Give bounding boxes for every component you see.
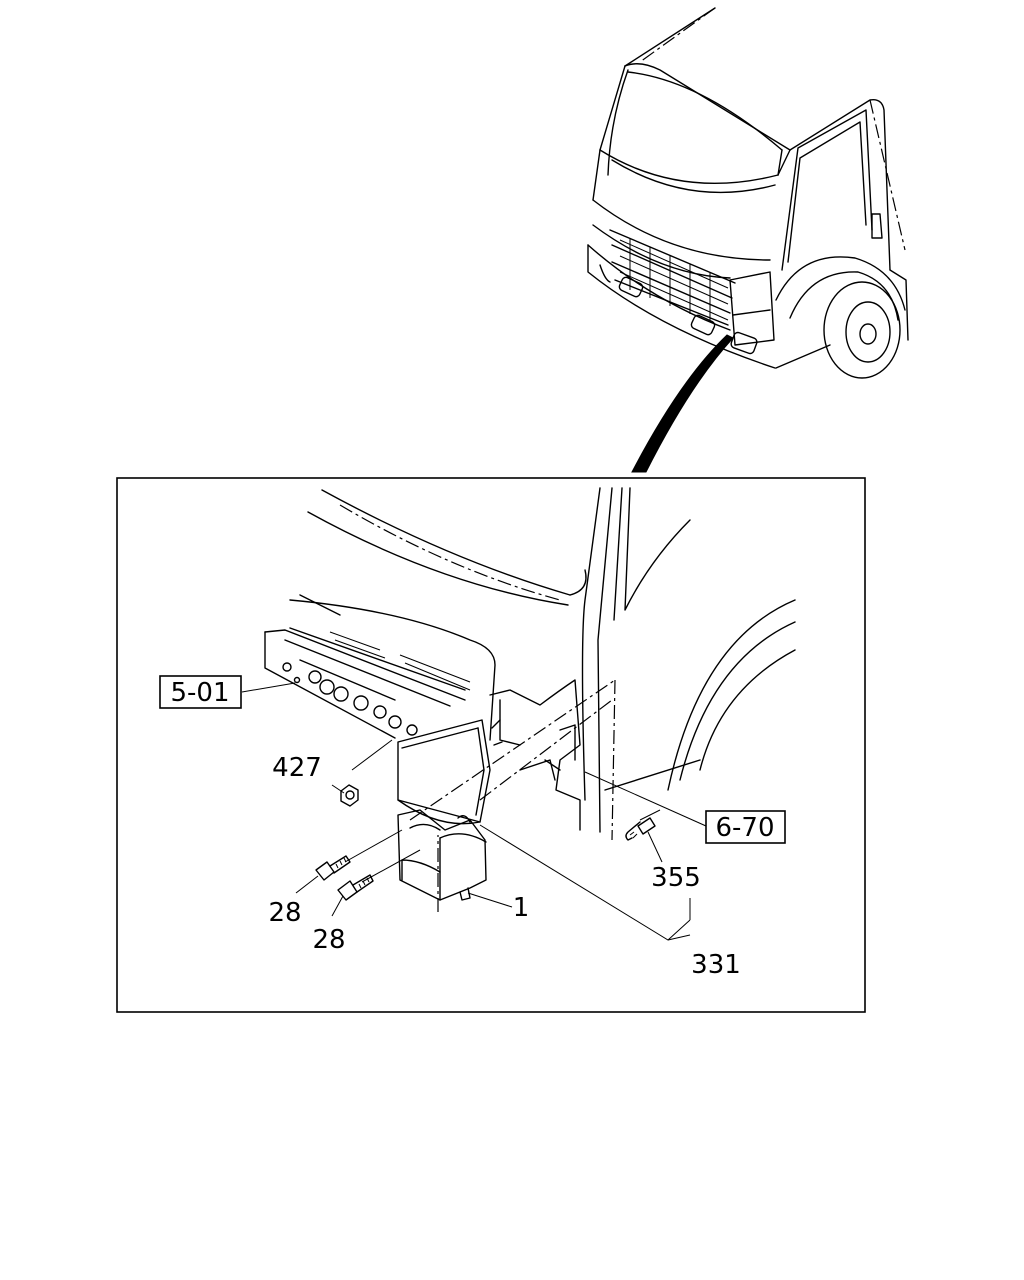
part-1-label: 1 bbox=[513, 893, 530, 923]
truck-overview-drawing bbox=[587, 7, 909, 473]
bolt-28-upper-icon bbox=[315, 855, 351, 881]
part-355-label: 355 bbox=[651, 863, 701, 893]
detail-drawing bbox=[264, 487, 796, 912]
ref-6-70-label: 6-70 bbox=[715, 813, 774, 843]
leader-lines bbox=[241, 682, 707, 941]
bolt-427-icon bbox=[340, 784, 359, 807]
part-331-label: 331 bbox=[691, 950, 741, 980]
ref-box-6-70 bbox=[705, 810, 786, 844]
detail-frame bbox=[116, 477, 866, 1013]
part-28-upper-label: 28 bbox=[268, 898, 301, 928]
ref-5-01-label: 5-01 bbox=[170, 678, 229, 708]
screw-355-icon bbox=[625, 817, 656, 841]
ref-box-5-01 bbox=[159, 675, 242, 709]
bolt-28-lower-icon bbox=[337, 874, 374, 901]
part-28-lower-label: 28 bbox=[312, 925, 345, 955]
part-427-label: 427 bbox=[272, 753, 322, 783]
